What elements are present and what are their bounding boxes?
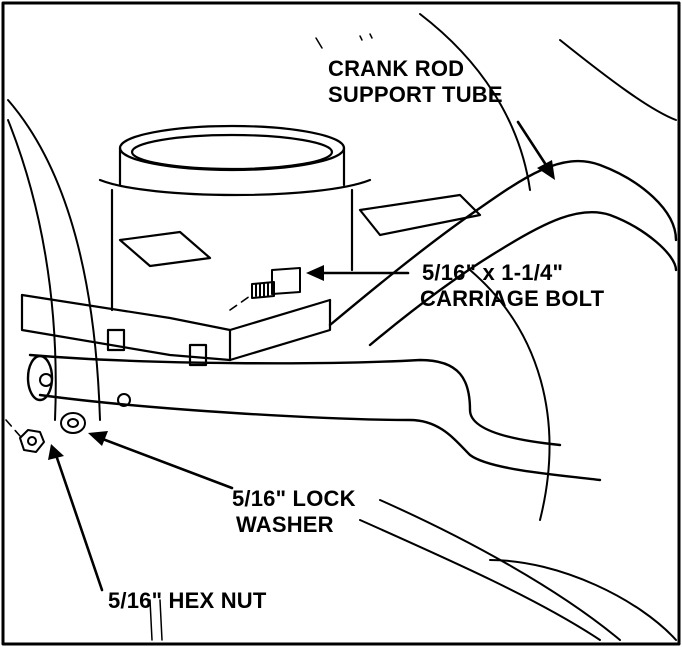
label-hex-nut: 5/16" HEX NUT	[108, 588, 267, 614]
arrow-lock-washer	[98, 436, 234, 490]
label-lock-washer: 5/16" LOCK WASHER	[232, 486, 356, 538]
arrowhead-lock-washer	[88, 431, 108, 446]
alignment-lines	[5, 295, 251, 437]
leader-arrows	[54, 120, 550, 592]
carriage-bolt	[251, 267, 301, 299]
cylinder-tube	[98, 124, 372, 312]
label-crank-rod-line2: SUPPORT TUBE	[328, 82, 503, 107]
lock-washer	[60, 412, 86, 434]
arrow-hex-nut	[54, 453, 104, 592]
arrow-crank-rod	[516, 120, 550, 170]
label-crank-rod-support-tube: CRANK ROD SUPPORT TUBE	[328, 56, 503, 108]
mounting-bracket	[20, 193, 482, 367]
label-lock-washer-line2: WASHER	[236, 512, 334, 537]
hex-nut	[19, 429, 45, 453]
strap-holes	[39, 373, 131, 407]
arrowhead-crank-rod	[537, 160, 555, 180]
arrowhead-hex-nut	[48, 444, 64, 460]
arrowhead-carriage-bolt	[306, 265, 324, 281]
label-carriage-bolt-line1: 5/16" x 1-1/4"	[422, 260, 564, 285]
label-lock-washer-line1: 5/16" LOCK	[232, 486, 356, 511]
label-hex-nut-line1: 5/16" HEX NUT	[108, 588, 267, 613]
arrow-heads	[48, 160, 555, 460]
label-crank-rod-line1: CRANK ROD	[328, 56, 465, 81]
label-carriage-bolt: 5/16" x 1-1/4" CARRIAGE BOLT	[420, 260, 604, 312]
label-carriage-bolt-line2: CARRIAGE BOLT	[420, 286, 605, 311]
stray-marks	[149, 33, 373, 641]
